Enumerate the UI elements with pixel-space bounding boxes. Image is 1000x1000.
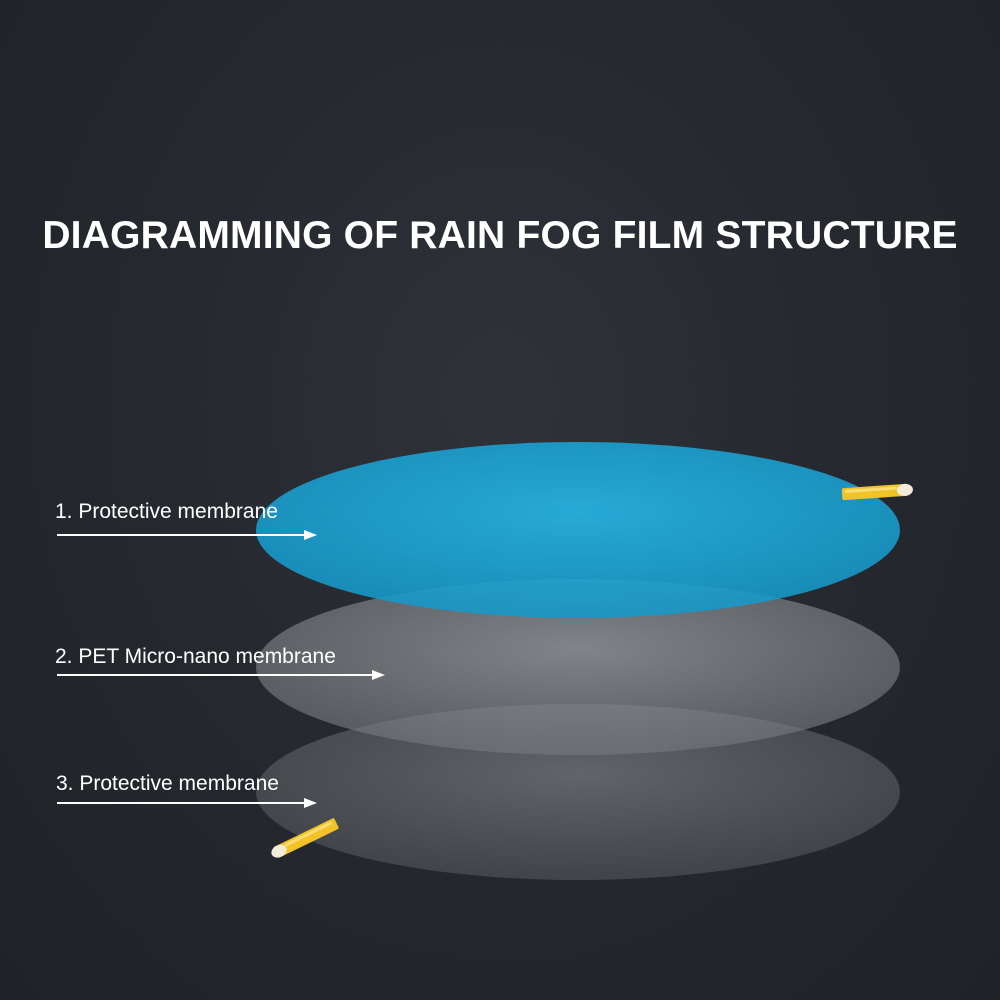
arrow-layer-2 xyxy=(57,670,385,680)
layer-3-protective-membrane xyxy=(256,704,900,880)
arrow-layer-1 xyxy=(57,530,317,540)
label-protective-membrane-3: 3. Protective membrane xyxy=(56,772,279,795)
release-tab-top xyxy=(841,483,913,501)
page-title: DIAGRAMMING OF RAIN FOG FILM STRUCTURE xyxy=(42,214,958,257)
label-protective-membrane-1: 1. Protective membrane xyxy=(55,500,278,523)
layer-1-protective-membrane xyxy=(256,442,900,618)
layer-2-pet-micro-nano-membrane xyxy=(256,579,900,755)
release-tab-bottom xyxy=(271,818,339,858)
arrow-layer-3 xyxy=(57,798,317,808)
label-pet-micro-nano-membrane: 2. PET Micro-nano membrane xyxy=(55,645,336,668)
